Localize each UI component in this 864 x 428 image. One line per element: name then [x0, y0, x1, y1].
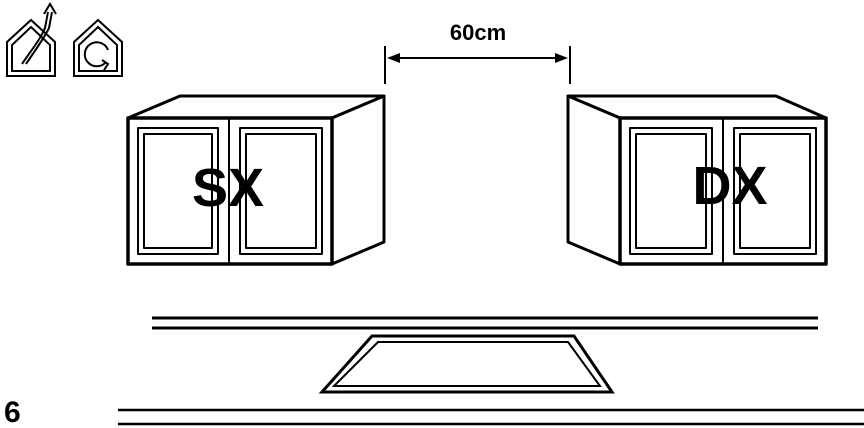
- cooker-hood: [152, 316, 818, 394]
- cabinet-left-label: SX: [192, 158, 264, 218]
- dimension-label: 60cm: [450, 20, 506, 45]
- cabinet-left: SX: [126, 94, 386, 266]
- step-number: 6: [4, 396, 21, 428]
- footer-rule: [118, 408, 864, 426]
- cabinet-right-label: DX: [692, 156, 767, 216]
- house-recirculation-icon: [73, 18, 123, 77]
- cabinet-right: DX: [566, 94, 828, 266]
- dimension-marker: 60cm: [384, 20, 571, 84]
- house-vent-outside-icon: [6, 2, 57, 77]
